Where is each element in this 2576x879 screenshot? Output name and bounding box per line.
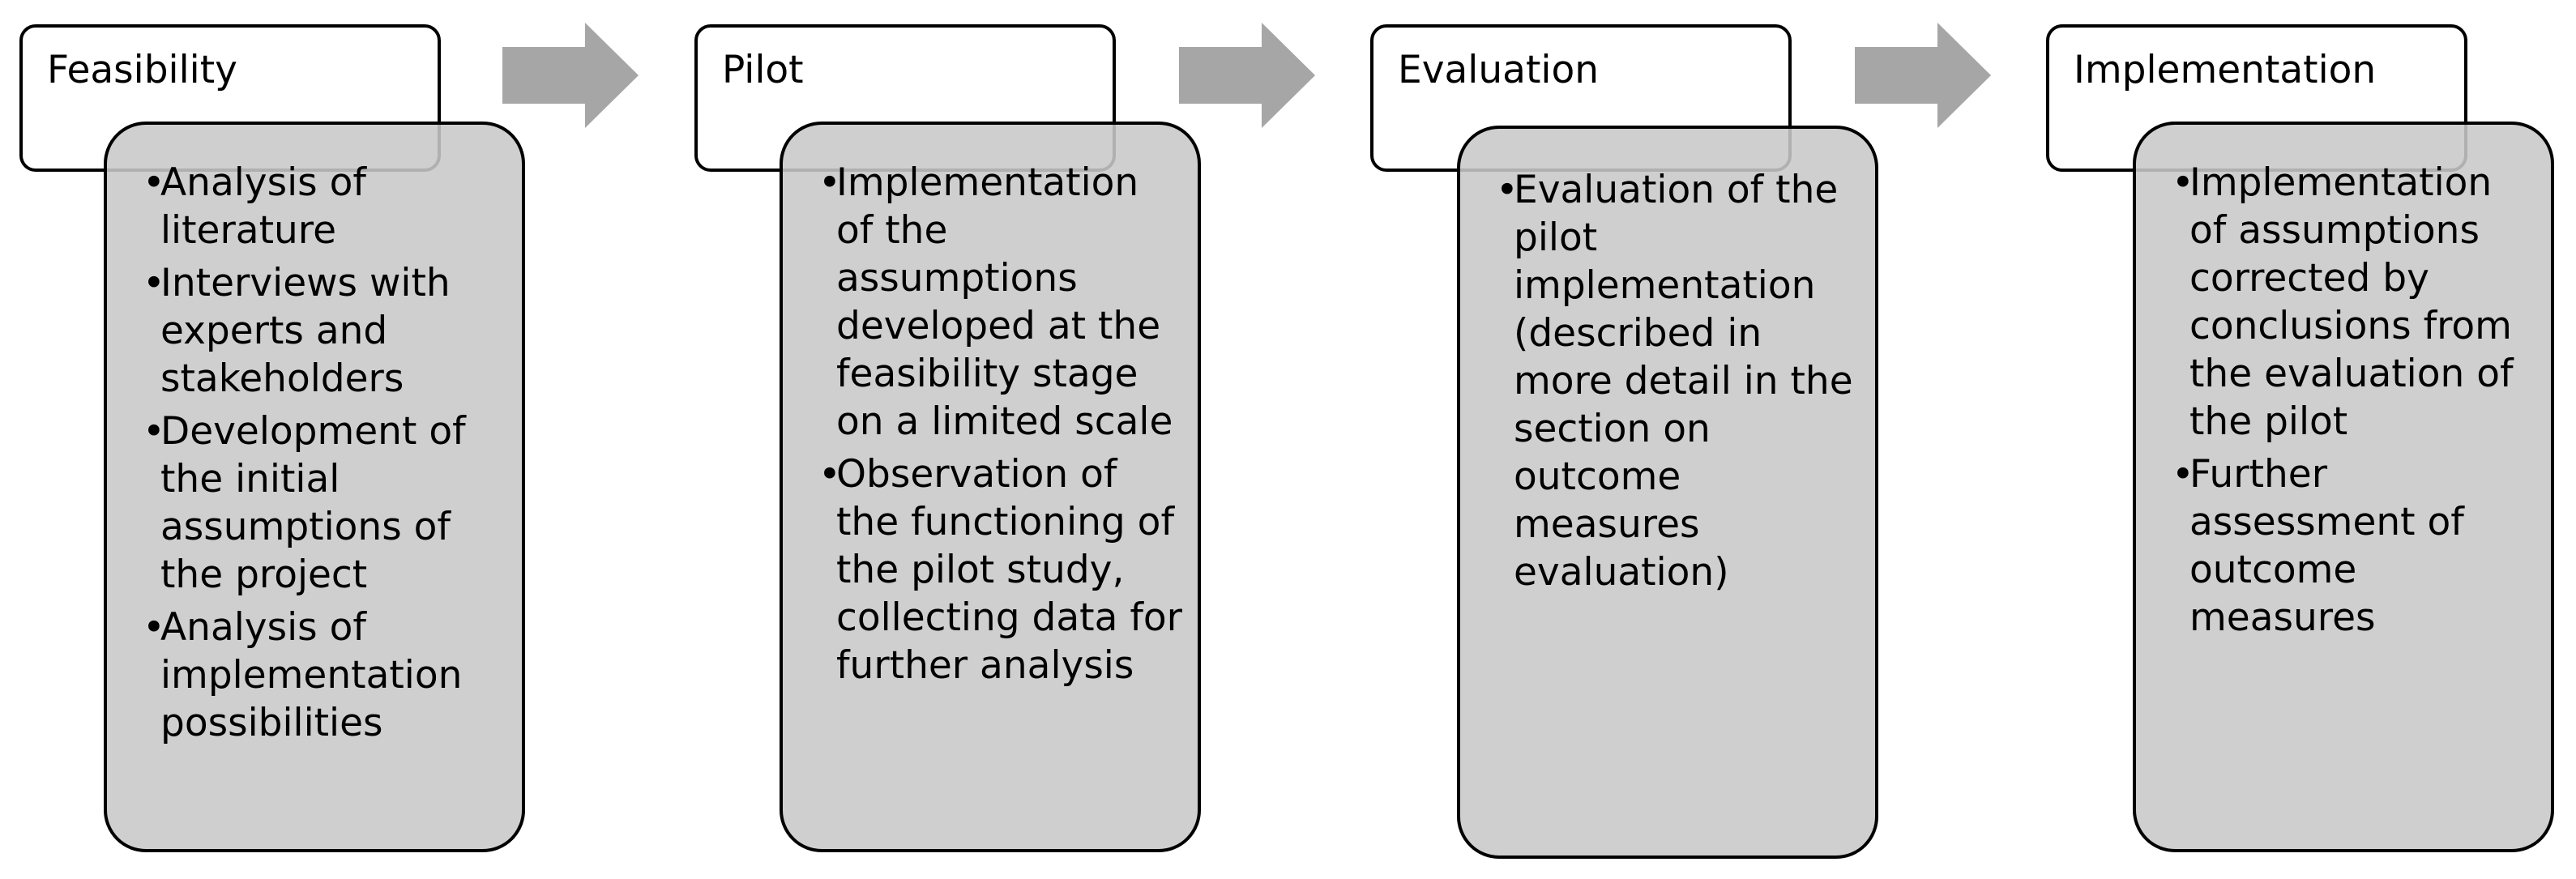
right-arrow-icon (502, 23, 639, 128)
stage-bullet-list-implementation: Implementation of assumptions corrected … (2172, 159, 2538, 646)
stage-content-box-feasibility: Analysis of literature Interviews with e… (104, 122, 525, 852)
stage-bullet-list-feasibility: Analysis of literature Interviews with e… (143, 159, 509, 752)
stage-content-box-evaluation: Evaluation of the pilot implementation (… (1457, 126, 1878, 859)
bullet-item: Analysis of implementation possibilities (143, 604, 509, 747)
right-arrow-icon (1179, 23, 1315, 128)
stage-title-evaluation: Evaluation (1398, 48, 1599, 92)
stage-content-box-pilot: Implementation of the assumptions develo… (780, 122, 1201, 852)
bullet-item: Interviews with experts and stakeholders (143, 259, 509, 403)
stage-title-pilot: Pilot (722, 48, 804, 92)
bullet-item: Observation of the functioning of the pi… (818, 450, 1185, 689)
bullet-item: Development of the initial assumptions o… (143, 407, 509, 599)
stage-title-feasibility: Feasibility (47, 48, 237, 92)
bullet-item: Further assessment of outcome measures (2172, 450, 2538, 642)
right-arrow-icon (1855, 23, 1991, 128)
bullet-item: Implementation of assumptions corrected … (2172, 159, 2538, 446)
stage-title-implementation: Implementation (2074, 48, 2377, 92)
stage-bullet-list-pilot: Implementation of the assumptions develo… (818, 159, 1185, 694)
stage-bullet-list-evaluation: Evaluation of the pilot implementation (… (1496, 166, 1862, 601)
bullet-item: Implementation of the assumptions develo… (818, 159, 1185, 446)
bullet-item: Evaluation of the pilot implementation (… (1496, 166, 1862, 596)
bullet-item: Analysis of literature (143, 159, 509, 254)
stage-content-box-implementation: Implementation of assumptions corrected … (2133, 122, 2554, 852)
